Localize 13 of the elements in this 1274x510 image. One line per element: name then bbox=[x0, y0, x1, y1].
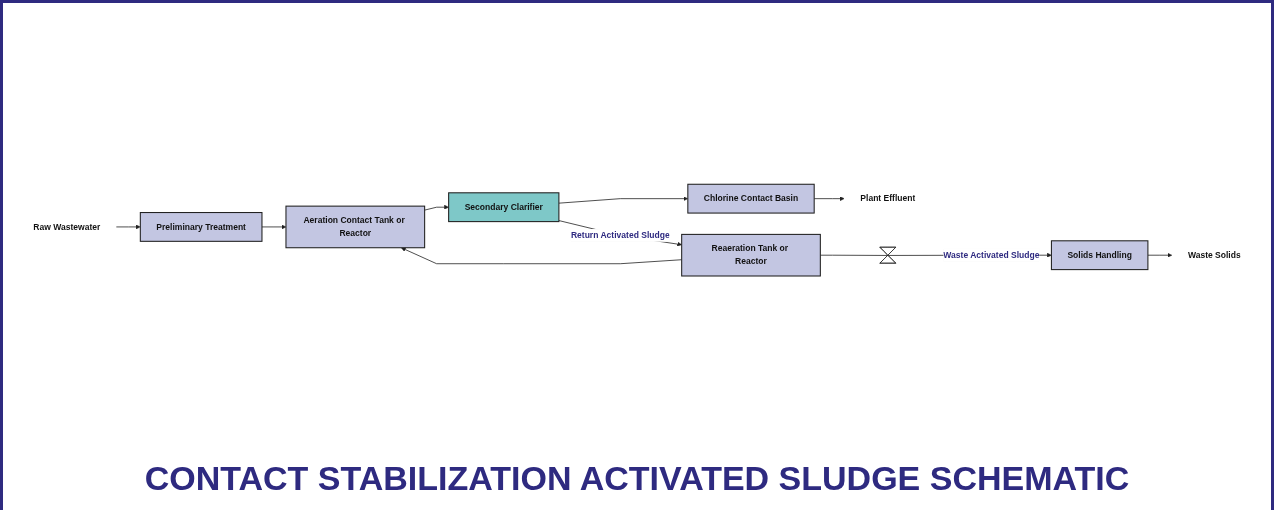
node-box bbox=[681, 233, 821, 277]
flow-diagram: Waste Activated Sludge Return Activated Sludge Raw Wastewater Preliminary Treatment Aeration Contact Tank or Reactor Secondary Clarifier Chlorine Contact Basin Plant Effluent Reaeration Tank or Reactor Solids Handling Waste Solids bbox=[13, 179, 1261, 281]
node-text: Waste Solids bbox=[1187, 250, 1241, 260]
node-box bbox=[448, 192, 560, 222]
edge-label: Waste Activated Sludge bbox=[943, 250, 1040, 260]
node-box bbox=[285, 205, 426, 249]
node-box bbox=[687, 183, 815, 214]
node-box bbox=[1050, 240, 1149, 270]
edge-label: Return Activated Sludge bbox=[570, 230, 670, 240]
node-text: Raw Wastewater bbox=[33, 221, 101, 232]
diagram-title: CONTACT STABILIZATION ACTIVATED SLUDGE SCHEMATIC bbox=[144, 459, 1130, 498]
node-text: Plant Effluent bbox=[860, 193, 916, 203]
node-box bbox=[139, 211, 263, 242]
